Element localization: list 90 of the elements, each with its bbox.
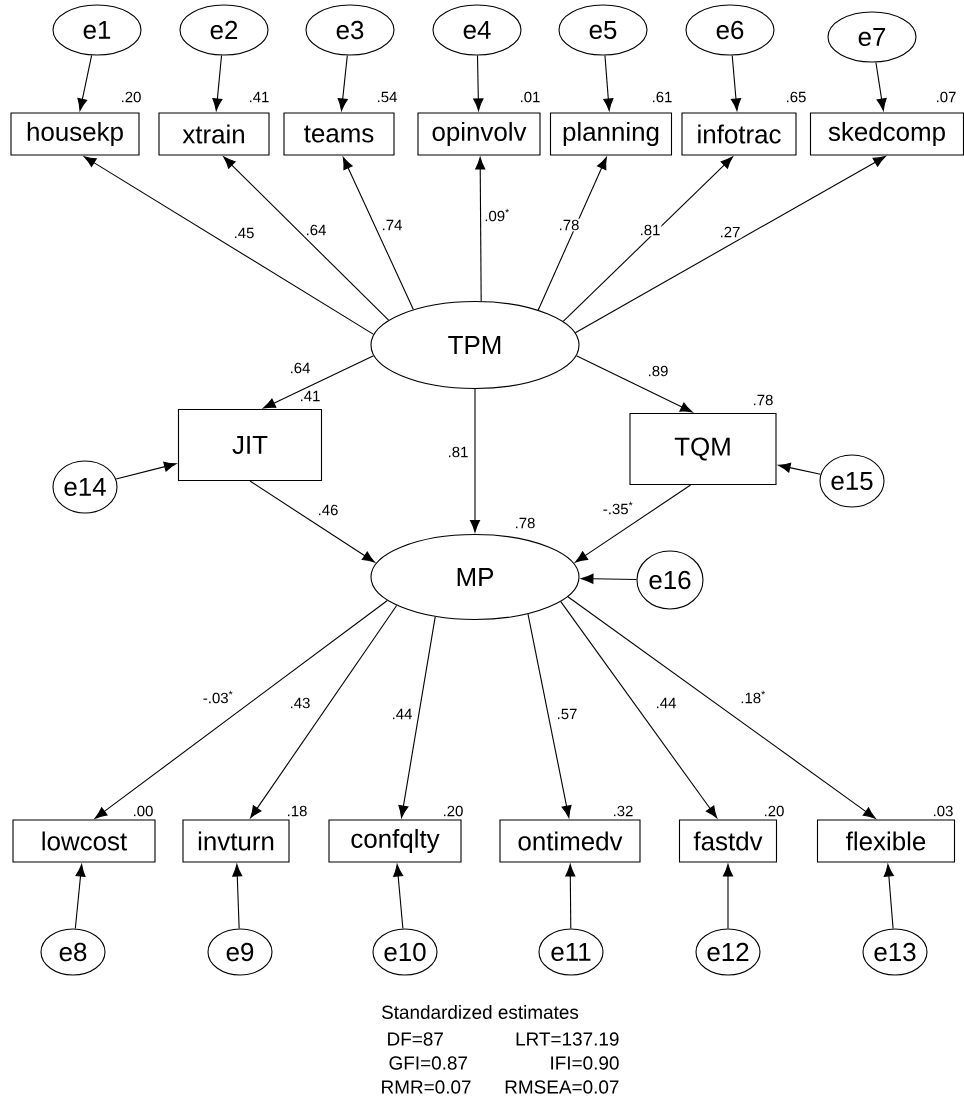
arrow — [250, 604, 398, 819]
variable-box: flexible — [816, 819, 956, 863]
arrow — [778, 462, 822, 475]
arrow — [560, 601, 718, 819]
r-squared-value: .01 — [520, 91, 540, 103]
arrow — [398, 616, 436, 818]
arrow — [581, 573, 637, 584]
arrow — [574, 156, 886, 334]
variable-box: opinvolv — [417, 112, 541, 156]
note-text: RMR=0.07 — [382, 1080, 471, 1094]
variable-box: infotrac — [681, 112, 797, 156]
arrow — [565, 864, 576, 929]
edge-label: .78 — [557, 218, 581, 232]
variable-box: TQM — [629, 412, 777, 486]
edge-label: .74 — [380, 218, 404, 232]
arrow — [469, 388, 481, 533]
variable-box: fastdv — [678, 819, 778, 863]
edge-label: .43 — [288, 696, 312, 710]
edge-label: .57 — [555, 707, 579, 721]
note-text: DF=87 — [388, 1032, 443, 1046]
arrow — [883, 864, 894, 930]
edge-label: .27 — [718, 225, 742, 239]
edge-label: .46 — [316, 503, 340, 517]
edge-label: .89 — [646, 364, 670, 378]
edge-label: .18$^{*}$ — [739, 689, 767, 705]
note-text: IFI=0.90 — [551, 1056, 619, 1070]
arrow — [83, 156, 375, 335]
variable-box: skedcomp — [809, 112, 964, 156]
note-text: LRT=137.19 — [516, 1032, 619, 1046]
arrow — [730, 55, 742, 111]
r-squared-value: .20 — [443, 805, 463, 817]
edge-label: .81 — [638, 223, 662, 237]
arrow — [393, 864, 404, 930]
edge-label: .44 — [390, 707, 414, 721]
edge-label: .81 — [446, 445, 470, 459]
arrow — [212, 54, 223, 111]
note-text: GFI=0.87 — [389, 1056, 468, 1070]
edge-label: .44 — [654, 696, 678, 710]
r-squared-value: .41 — [300, 390, 320, 402]
r-squared-value: .32 — [613, 805, 633, 817]
edge-label: -.35$^{*}$ — [601, 500, 635, 516]
note-text: Standardized estimates — [381, 1005, 579, 1019]
r-squared-value: .78 — [515, 517, 535, 529]
arrow — [537, 157, 607, 311]
arrow — [77, 54, 93, 111]
arrow — [567, 596, 876, 819]
r-squared-value: .20 — [121, 91, 141, 103]
edge-label: -.03$^{*}$ — [201, 689, 235, 705]
r-squared-value: .20 — [764, 805, 784, 817]
variable-box: xtrain — [158, 112, 270, 156]
arrow — [527, 613, 572, 818]
r-squared-value: .41 — [249, 91, 269, 103]
variable-box: planning — [549, 112, 673, 156]
arrow — [223, 156, 390, 321]
variable-box: housekp — [10, 112, 140, 156]
arrow — [263, 355, 375, 409]
arrow — [74, 864, 86, 930]
arrow — [342, 157, 414, 310]
arrow — [722, 864, 734, 929]
r-squared-value: .03 — [933, 805, 953, 817]
arrow — [249, 480, 375, 563]
arrow — [232, 864, 243, 929]
arrow — [875, 61, 887, 111]
arrow — [115, 461, 177, 480]
r-squared-value: .61 — [652, 91, 672, 103]
arrow — [473, 55, 484, 111]
edge-label: .45 — [232, 226, 256, 240]
variable-box: ontimedv — [499, 819, 641, 863]
note-text: RMSEA=0.07 — [505, 1080, 619, 1094]
edge-label: .64 — [304, 223, 328, 237]
r-squared-value: .18 — [287, 805, 307, 817]
arrow — [603, 55, 614, 111]
variable-box: teams — [283, 112, 395, 156]
arrow — [575, 484, 692, 563]
variable-box: lowcost — [12, 819, 156, 863]
variable-box: invturn — [182, 819, 290, 863]
r-squared-value: .07 — [936, 91, 956, 103]
edge-label: .64 — [288, 361, 312, 375]
arrow — [337, 54, 348, 111]
edge-label: .09$^{*}$ — [483, 207, 511, 223]
r-squared-value: .54 — [377, 91, 397, 103]
arrow — [94, 599, 388, 819]
r-squared-value: .78 — [753, 394, 773, 406]
arrow — [575, 355, 693, 413]
variable-box: JIT — [177, 408, 323, 482]
r-squared-value: .65 — [786, 91, 806, 103]
arrow — [562, 156, 733, 322]
variable-box: confqlty — [328, 819, 462, 863]
arrow — [475, 157, 486, 302]
r-squared-value: .00 — [133, 805, 153, 817]
